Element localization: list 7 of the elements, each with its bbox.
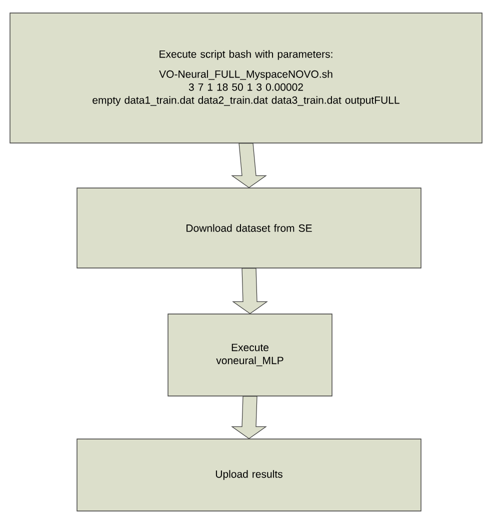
process-box: Execute script bash with parameters: VO-Neural_FULL_MyspaceNOVO.sh 3 7 1 18 50 1 3 0.00002 empty data1_train.dat data2_train.dat data3_train.dat outputFULL [10,12,482,144]
block-arrow [232,268,268,314]
block-arrow [231,143,267,188]
block-arrow [231,396,267,440]
process-box: Execute voneural_MLP [168,314,332,396]
process-box: Upload results [76,438,422,512]
process-box: Download dataset from SE [76,188,422,268]
